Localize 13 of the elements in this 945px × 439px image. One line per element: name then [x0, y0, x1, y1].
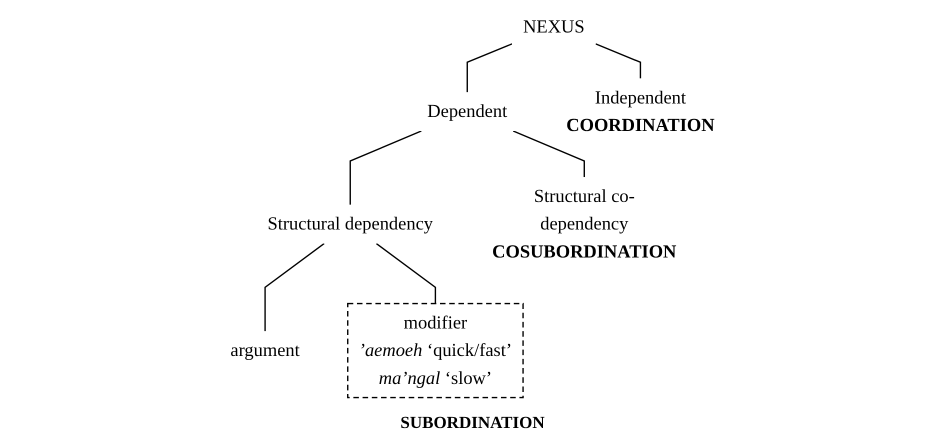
connector — [264, 243, 325, 332]
node-box: modifier ’aemoeh ‘quick/fast’ ma’ngal ‘slow’ — [347, 302, 524, 398]
node-text: Structural co-dependency COSUBORDINATION — [492, 186, 676, 262]
node-text: Independent COORDINATION — [566, 88, 715, 136]
category-label: SUBORDINATION — [399, 413, 546, 433]
node-text: Structural dependency — [268, 214, 433, 234]
node-text: argument — [230, 340, 300, 361]
connector — [595, 43, 642, 78]
node-text: NEXUS — [523, 16, 585, 37]
node-text: Dependent — [427, 101, 508, 122]
connector — [350, 130, 422, 205]
connector — [376, 243, 436, 304]
connector — [512, 130, 585, 178]
